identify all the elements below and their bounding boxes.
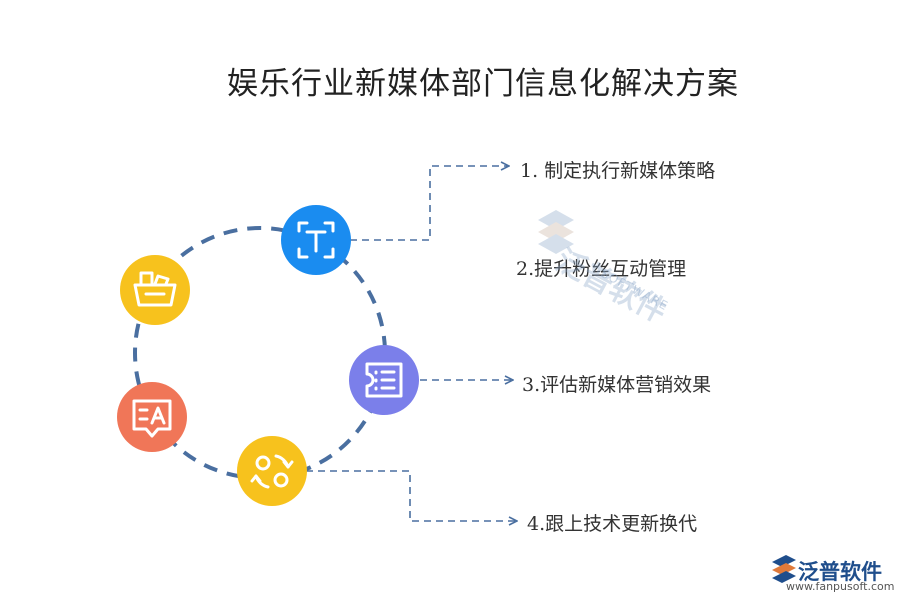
connector-1 [350, 166, 508, 241]
node-4 [237, 436, 307, 506]
connector-4 [306, 470, 516, 521]
item-label-3: 3.评估新媒体营销效果 [522, 374, 712, 396]
node-translate-circle [117, 382, 187, 452]
translate-chat-icon [132, 399, 172, 438]
basket-icon [133, 271, 177, 307]
item-label-1: 1. 制定执行新媒体策略 [520, 160, 716, 182]
node-3 [349, 345, 419, 415]
node-2-circle [120, 255, 190, 325]
circle-transfer-icon [250, 454, 294, 489]
item-label-4: 4.跟上技术更新换代 [527, 513, 698, 535]
node-4-circle [237, 436, 307, 506]
ticket-list-icon [365, 362, 403, 398]
brand-url: www.fanpusoft.com [786, 580, 895, 593]
node-1 [281, 205, 351, 275]
watermark-logo-icon [538, 210, 574, 254]
text-frame-icon [297, 221, 335, 259]
item-label-2: 2.提升粉丝互动管理 [516, 258, 687, 280]
brand-name: 泛普软件 [798, 560, 882, 584]
brand-logo-icon [772, 555, 796, 583]
node-translate [117, 382, 187, 452]
page-title: 娱乐行业新媒体部门信息化解决方案 [227, 66, 739, 102]
node-2 [120, 255, 190, 325]
